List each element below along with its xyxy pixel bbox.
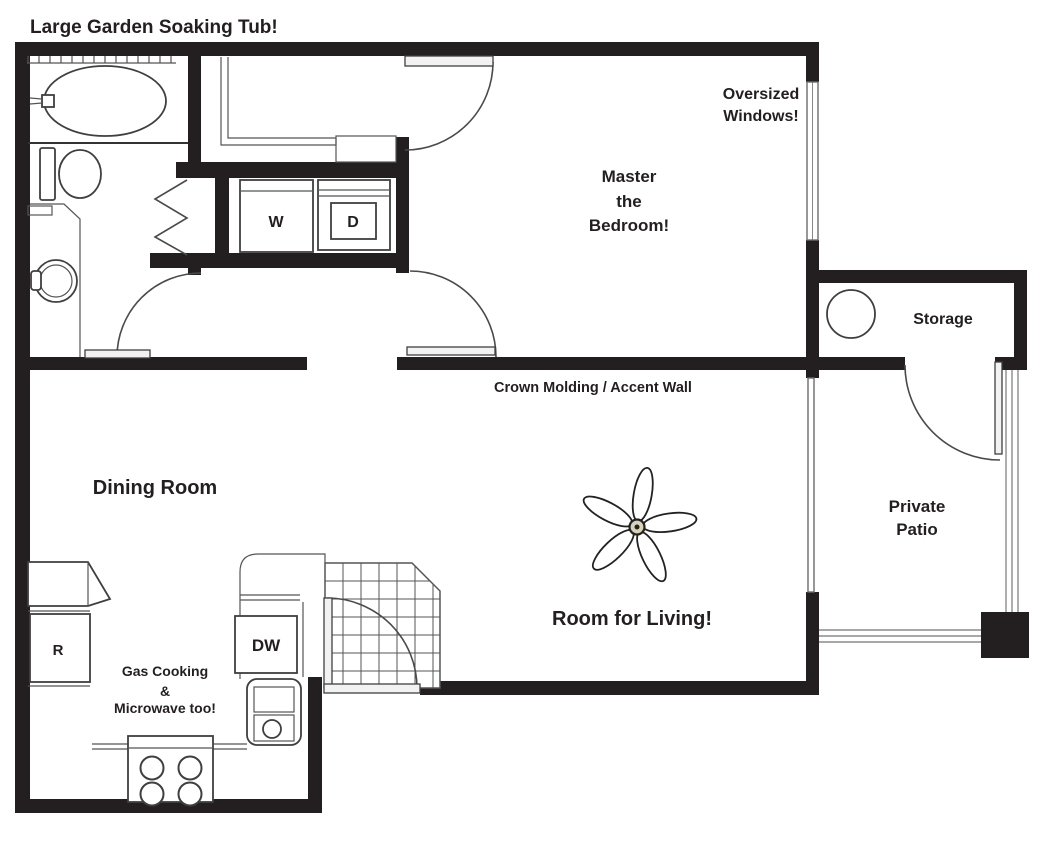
dishwasher-label: DW xyxy=(252,636,281,655)
svg-text:Microwave too!: Microwave too! xyxy=(114,700,216,716)
disposal xyxy=(262,719,282,739)
svg-text:Windows!: Windows! xyxy=(723,108,798,125)
bedroom-door-arc xyxy=(409,270,497,358)
storage-label: Storage xyxy=(913,311,973,328)
svg-text:&: & xyxy=(160,683,170,699)
bedroom-door-leaf xyxy=(406,346,496,356)
entry-door-leaf xyxy=(323,597,333,689)
bath-shelf xyxy=(27,205,53,216)
washer xyxy=(239,179,314,253)
svg-text:Patio: Patio xyxy=(896,520,938,539)
bathroom-door-arc xyxy=(116,272,202,358)
storage-door-arc xyxy=(904,364,1001,461)
gas-cooking-label: Gas Cooking xyxy=(122,663,208,679)
toilet-bowl xyxy=(58,149,102,199)
entry xyxy=(323,562,441,694)
private-patio-label: Private xyxy=(889,497,946,516)
walls xyxy=(15,42,1027,813)
sink-faucet xyxy=(30,270,42,291)
patio-post xyxy=(981,612,1029,658)
room-for-living-label: Room for Living! xyxy=(552,608,712,630)
toilet-tank xyxy=(39,147,56,201)
dishwasher xyxy=(234,615,298,674)
patio-railing xyxy=(819,370,1019,643)
oversized-windows-label: Oversized xyxy=(723,86,799,103)
bathroom xyxy=(27,56,202,359)
closet-door-leaf xyxy=(404,55,494,67)
living-dining: Crown Molding / Accent Wall Dining Room … xyxy=(93,380,712,630)
closet-area: W D xyxy=(153,55,494,256)
svg-text:Bedroom!: Bedroom! xyxy=(589,216,669,235)
storage-patio: Storage Private Patio xyxy=(807,289,1029,658)
master-bedroom: Oversized Windows! Master the Bedroom! xyxy=(406,81,819,358)
closet-shelves xyxy=(220,57,337,146)
entry-tile xyxy=(324,562,441,689)
sliding-glass-door xyxy=(807,377,815,593)
entry-threshold xyxy=(323,683,421,694)
closet-door-arc xyxy=(404,61,494,151)
master-bedroom-label: Master xyxy=(602,167,657,186)
kitchen: R DW Gas Cooking & Microwave too! xyxy=(27,553,326,807)
headline: Large Garden Soaking Tub! xyxy=(30,17,278,38)
kitchen-counter xyxy=(239,553,326,679)
vanity-counter xyxy=(30,203,81,357)
shower-curtain-ticks xyxy=(27,56,176,64)
bathroom-door-leaf xyxy=(84,349,151,359)
crown-molding-label: Crown Molding / Accent Wall xyxy=(494,380,692,396)
svg-text:the: the xyxy=(616,192,642,211)
refrigerator-label: R xyxy=(53,642,64,659)
bathtub xyxy=(43,65,167,137)
closet-shelf-box xyxy=(335,135,397,163)
refrigerator xyxy=(29,613,91,683)
washer-label: W xyxy=(268,214,284,231)
corner-cabinet xyxy=(27,561,112,607)
entry-door-arc xyxy=(326,597,418,689)
stove-burners xyxy=(139,755,203,807)
storage-door-leaf xyxy=(994,361,1003,455)
tub-faucet xyxy=(41,94,55,108)
dryer-label: D xyxy=(347,214,359,231)
water-heater xyxy=(826,289,876,339)
bifold-doors xyxy=(153,179,189,256)
ceiling-fan-icon xyxy=(582,466,698,583)
dining-room-label: Dining Room xyxy=(93,477,217,499)
